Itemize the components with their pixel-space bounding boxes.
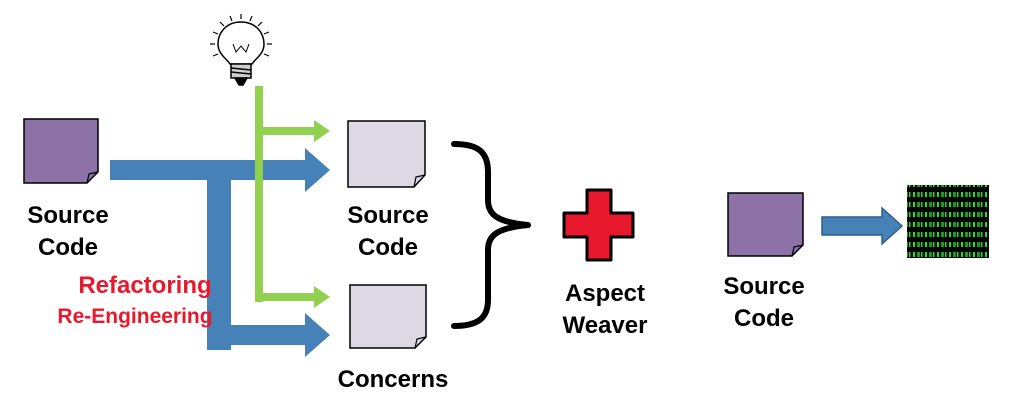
lightbulb-icon (210, 14, 272, 86)
concerns-label: Concerns (337, 366, 449, 393)
curly-brace (451, 141, 531, 329)
green-arrow-bottom (263, 286, 330, 308)
source-code-label-input: Source Code (27, 202, 109, 261)
red-plus-icon (562, 188, 635, 262)
green-arrow-stem (255, 86, 263, 302)
source-code-label-middle: Source Code (347, 202, 429, 261)
binary-code-icon (907, 185, 989, 258)
re-engineering-label: Re-Engineering (57, 305, 213, 328)
concerns-document (349, 284, 427, 349)
source-code-document-middle (347, 120, 426, 188)
blue-arrow-stem (207, 175, 231, 350)
blue-arrow-top (110, 148, 330, 192)
concern-arrows (255, 86, 330, 308)
refactoring-arrows (110, 148, 330, 357)
green-arrow-top (263, 120, 330, 142)
aspect-weaver-label: Aspect Weaver (562, 280, 648, 339)
source-code-document-input (23, 118, 99, 184)
refactoring-label: Refactoring (78, 272, 212, 299)
blue-arrow-bottom (207, 313, 330, 357)
source-code-label-output: Source Code (723, 273, 805, 332)
output-arrow (821, 206, 904, 246)
source-code-document-output (727, 192, 804, 257)
